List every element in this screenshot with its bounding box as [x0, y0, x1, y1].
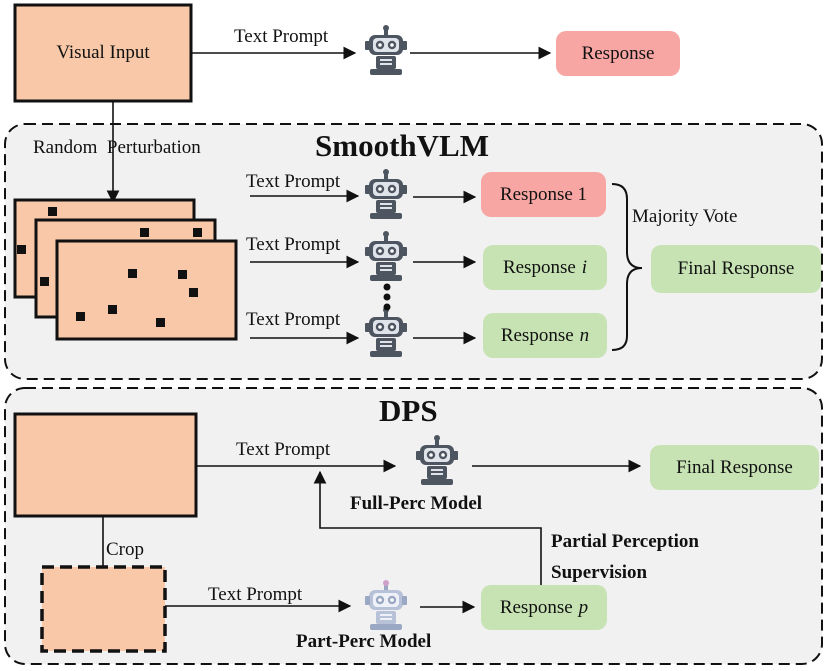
- text-prompt-label: Text Prompt: [246, 234, 341, 255]
- dps-final-label: Final Response: [676, 456, 793, 478]
- response-p-box: [481, 585, 607, 630]
- response-n-box: [483, 313, 607, 358]
- dps-cropped-image: [40, 565, 167, 653]
- response-i-box: [483, 245, 607, 290]
- smoothvlm-final-label: Final Response: [677, 258, 795, 279]
- smoothvlm-title: SmoothVLM: [315, 128, 489, 163]
- response-1-box: [481, 172, 606, 217]
- text-prompt-label: Text Prompt: [234, 26, 329, 47]
- response-1-label: Response 1: [499, 183, 588, 205]
- dps-panel: [4, 387, 823, 665]
- text-prompt-label: Text Prompt: [236, 439, 331, 460]
- robot-icon: [365, 25, 407, 75]
- full-perc-model-label: Full-Perc Model: [350, 493, 483, 514]
- supervision-label: Supervision: [551, 562, 648, 583]
- majority-vote-label: Majority Vote: [632, 206, 738, 227]
- visual-input-label: Visual Input: [56, 42, 150, 63]
- text-prompt-label: Text Prompt: [208, 584, 303, 605]
- ellipsis-dot: [383, 283, 391, 291]
- visual-input-box: [13, 3, 193, 103]
- supervision-arrow: [313, 470, 542, 585]
- top-response-label: Response: [581, 42, 655, 64]
- perturbed-image-3: [55, 239, 238, 341]
- dps-final-box: [650, 445, 819, 490]
- crop-label: Crop: [106, 539, 144, 560]
- part-perc-model-label: Part-Perc Model: [296, 631, 432, 652]
- dps-full-image: [13, 412, 198, 518]
- partial-perception-label: Partial Perception: [551, 531, 699, 552]
- majority-brace: [611, 183, 643, 351]
- dps-title: DPS: [379, 393, 438, 428]
- ellipsis-dot: [383, 303, 391, 311]
- text-prompt-label: Text Prompt: [246, 309, 341, 330]
- random-perturbation-label: Random Perturbation: [33, 137, 201, 158]
- ellipsis-dot: [383, 293, 391, 301]
- text-prompt-label: Text Prompt: [246, 171, 341, 192]
- smoothvlm-final-box: [651, 245, 821, 293]
- top-response-box: [556, 31, 680, 76]
